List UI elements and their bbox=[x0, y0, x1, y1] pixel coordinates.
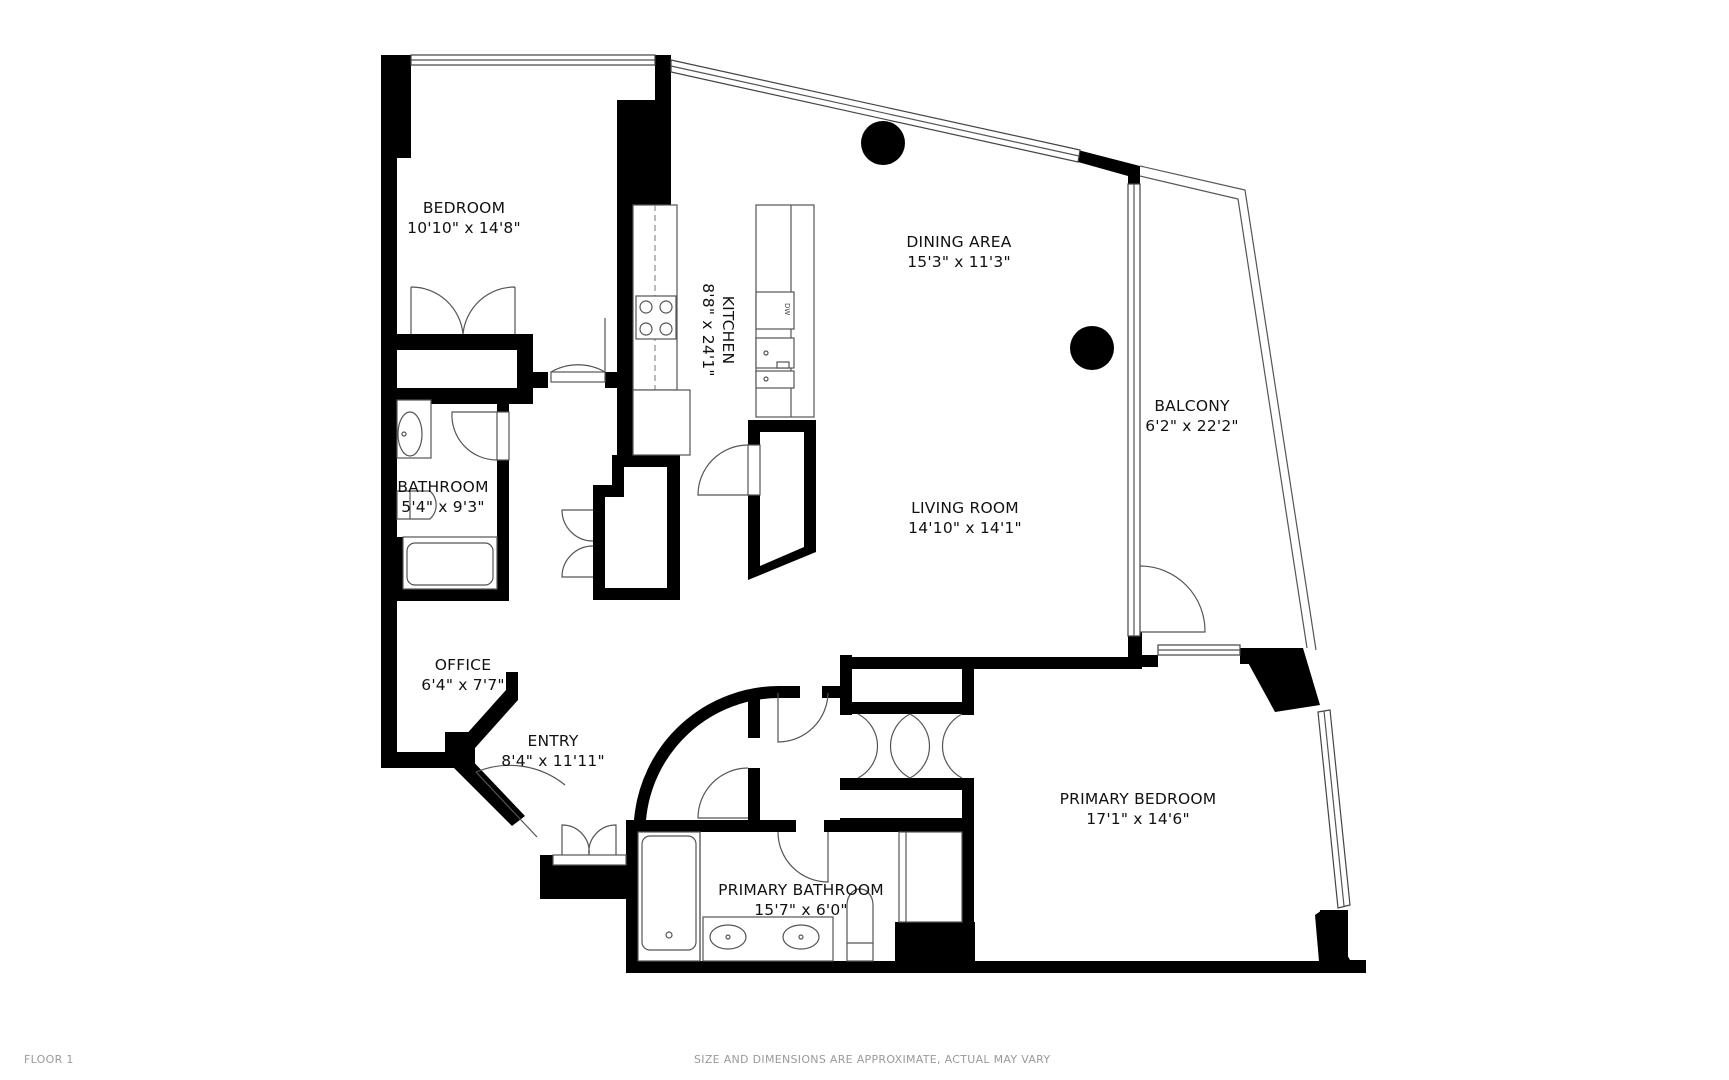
room-dimensions: 5'4" x 9'3" bbox=[401, 498, 485, 516]
room-name: OFFICE bbox=[434, 656, 492, 674]
room-dimensions: 8'8" x 24'1" bbox=[699, 283, 717, 377]
shower-icon bbox=[898, 831, 963, 923]
room-label-dining-area: DINING AREA 15'3" x 11'3" bbox=[906, 232, 1011, 272]
fixtures: DW bbox=[396, 204, 963, 962]
dishwasher-icon: DW bbox=[755, 291, 795, 330]
primary-bathtub-icon bbox=[637, 831, 701, 962]
room-label-living-room: LIVING ROOM 14'10" x 14'1" bbox=[908, 498, 1022, 538]
room-dimensions: 6'2" x 22'2" bbox=[1145, 417, 1239, 435]
room-label-primary-bedroom: PRIMARY BEDROOM 17'1" x 14'6" bbox=[1060, 789, 1217, 829]
windows bbox=[410, 54, 1351, 909]
kitchen-sink-icon bbox=[755, 337, 795, 389]
stove-icon bbox=[635, 295, 677, 340]
columns bbox=[861, 121, 1114, 370]
doors bbox=[410, 286, 1206, 883]
room-name: BEDROOM bbox=[422, 199, 506, 217]
room-dimensions: 15'3" x 11'3" bbox=[907, 253, 1011, 271]
room-name: BALCONY bbox=[1154, 397, 1230, 415]
room-label-bathroom: BATHROOM 5'4" x 9'3" bbox=[397, 477, 488, 517]
room-label-entry: ENTRY 8'4" x 11'11" bbox=[501, 731, 605, 771]
room-dimensions: 17'1" x 14'6" bbox=[1086, 810, 1190, 828]
room-label-bedroom: BEDROOM 10'10" x 14'8" bbox=[407, 198, 521, 238]
walls bbox=[381, 55, 1366, 973]
toilet-icon bbox=[396, 490, 437, 520]
room-name: BATHROOM bbox=[397, 478, 489, 496]
room-name: PRIMARY BATHROOM bbox=[718, 881, 884, 899]
room-dimensions: 6'4" x 7'7" bbox=[421, 676, 505, 694]
double-vanity-icon bbox=[702, 916, 834, 962]
bath-sink-icon bbox=[396, 399, 432, 459]
bathtub-icon bbox=[402, 536, 498, 590]
room-dimensions: 10'10" x 14'8" bbox=[407, 219, 521, 237]
svg-text:DW: DW bbox=[783, 303, 791, 315]
room-dimensions: 14'10" x 14'1" bbox=[908, 519, 1022, 537]
room-label-primary-bathroom: PRIMARY BATHROOM 15'7" x 6'0" bbox=[718, 880, 884, 920]
room-name: DINING AREA bbox=[906, 233, 1012, 251]
floor-label: FLOOR 1 bbox=[24, 1053, 74, 1066]
room-label-kitchen: KITCHEN 8'8" x 24'1" bbox=[698, 283, 738, 377]
primary-toilet-icon bbox=[846, 888, 874, 962]
room-dimensions: 15'7" x 6'0" bbox=[754, 901, 848, 919]
room-name: LIVING ROOM bbox=[911, 499, 1019, 517]
room-name: PRIMARY BEDROOM bbox=[1059, 790, 1217, 808]
room-label-balcony: BALCONY 6'2" x 22'2" bbox=[1145, 396, 1239, 436]
room-name: ENTRY bbox=[527, 732, 579, 750]
disclaimer: SIZE AND DIMENSIONS ARE APPROXIMATE, ACT… bbox=[694, 1053, 1051, 1066]
room-label-office: OFFICE 6'4" x 7'7" bbox=[421, 655, 504, 695]
room-dimensions: 8'4" x 11'11" bbox=[501, 752, 605, 770]
room-name: KITCHEN bbox=[719, 295, 737, 365]
